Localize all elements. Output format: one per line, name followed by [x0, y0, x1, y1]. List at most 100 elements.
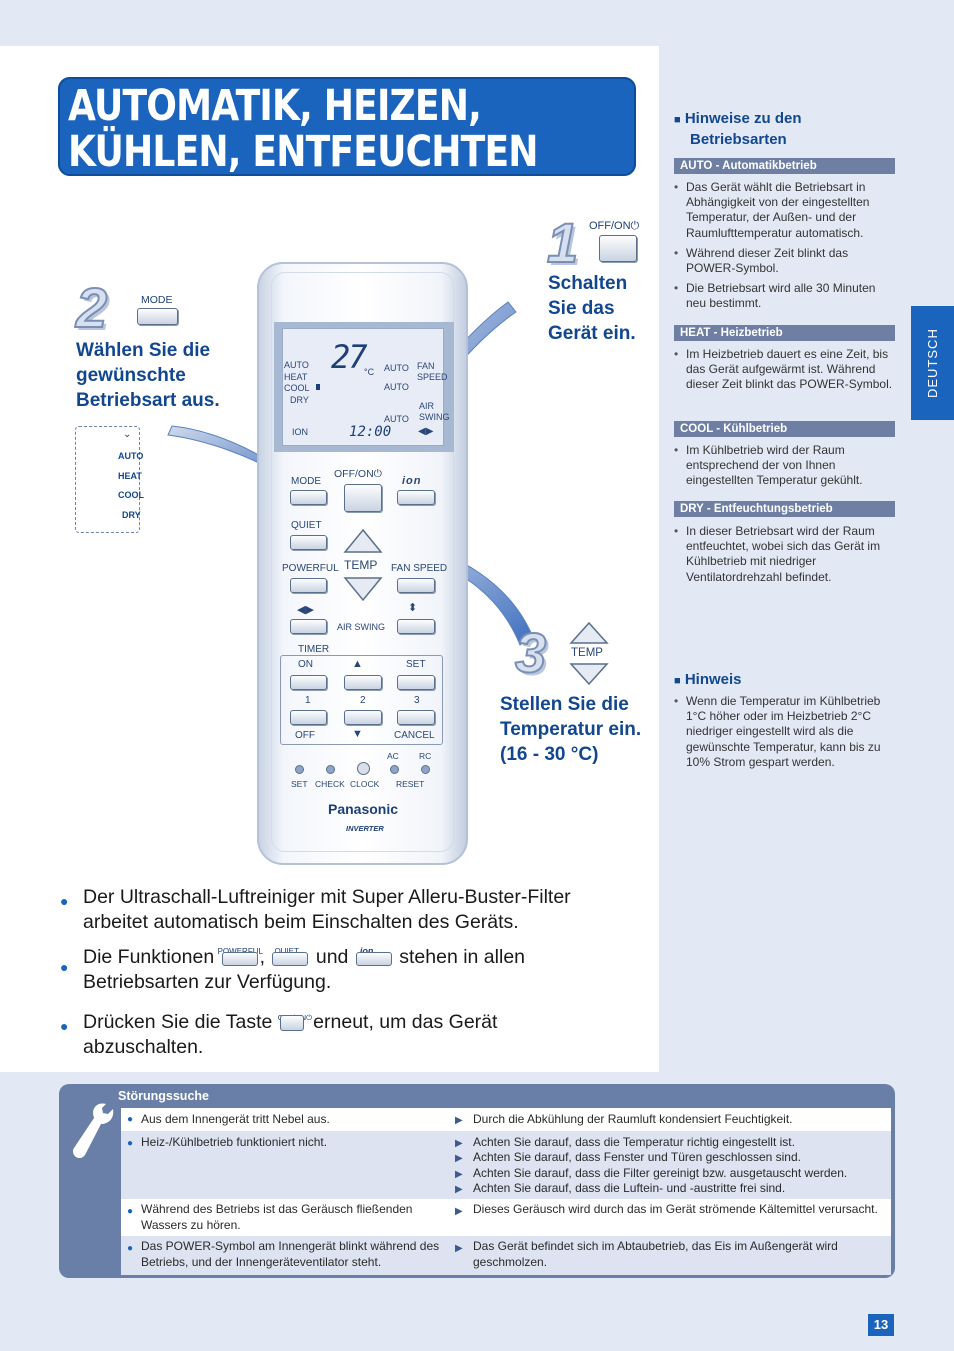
vertical-swing-icon: ⬍ — [408, 602, 418, 614]
step-3-number: 3 — [514, 620, 547, 685]
step-1-offon-button[interactable] — [599, 235, 637, 262]
timer-set-label: SET — [406, 659, 426, 670]
check-button[interactable] — [326, 765, 335, 774]
remote-air-swing-h-button[interactable] — [290, 619, 327, 634]
remote-ion-button[interactable] — [397, 490, 435, 505]
timer-off-label: OFF — [295, 730, 315, 741]
step-1-number: 1 — [546, 210, 579, 275]
step-3-button-label: TEMP — [571, 647, 603, 659]
auto-heading: AUTO - Automatikbetrieb — [674, 158, 895, 174]
temp-label: TEMP — [344, 558, 378, 572]
set-small-label: SET — [291, 779, 308, 789]
timer-frame — [280, 655, 443, 745]
remote-offon-button[interactable] — [344, 484, 382, 512]
reset-rc-button[interactable] — [421, 765, 430, 774]
remote-powerful-button[interactable] — [290, 578, 327, 593]
clock-button[interactable] — [357, 762, 370, 775]
inline-offon-button: OFF/ON⏻ — [278, 1013, 312, 1031]
air-swing-label: AIR SWING — [337, 622, 386, 632]
reset-ac-button[interactable] — [390, 765, 399, 774]
lcd-swing-arrows-icon: ◀▶ — [418, 426, 434, 437]
timer-label: TIMER — [296, 644, 332, 655]
step-3-temp-down-icon — [569, 663, 609, 686]
quiet-label: QUIET — [291, 520, 322, 531]
brand-logo: Panasonic — [328, 801, 399, 817]
lcd-mode-indicator — [316, 384, 320, 390]
heat-list: Im Heizbetrieb dauert es eine Zeit, bis … — [672, 347, 897, 398]
timer-cancel-label: CANCEL — [394, 730, 435, 741]
check-label: CHECK — [315, 779, 345, 789]
auto-list: Das Gerät wählt die Betriebsart in Abhän… — [672, 180, 897, 317]
trouble-row-3: ● Während des Betriebs ist das Geräusch … — [121, 1199, 891, 1236]
page-title-box: AUTOMATIK, HEIZEN, KÜHLEN, ENTFEUCHTEN — [58, 77, 636, 177]
timer-3-button[interactable] — [397, 675, 435, 690]
inverter-label: INVERTER — [346, 824, 384, 833]
bullet-2: ● Die Funktionen POWERFUL, QUIET und ion… — [60, 945, 526, 993]
page-number: 13 — [868, 1314, 894, 1336]
offon-label: OFF/ON⏻ — [334, 468, 382, 480]
timer-down-button[interactable] — [344, 710, 382, 725]
lcd-display — [282, 328, 444, 446]
lcd-swing-auto-2: AUTO — [384, 414, 409, 424]
remote-fan-speed-button[interactable] — [397, 578, 435, 593]
fan-speed-label: FAN SPEED — [391, 563, 448, 574]
trouble-row-4: ● Das POWER-Symbol am Innengerät blinkt … — [121, 1236, 891, 1275]
dry-heading: DRY - Entfeuchtungsbetrieb — [674, 501, 895, 517]
dry-list: In dieser Betriebsart wird der Raum entf… — [672, 524, 897, 590]
temp-down-button[interactable] — [343, 576, 383, 602]
trouble-row-1: ● Aus dem Innengerät tritt Nebel aus. ▶ … — [121, 1108, 891, 1131]
lcd-fan-auto: AUTO — [384, 363, 409, 373]
lcd-swing-auto-1: AUTO — [384, 382, 409, 392]
heat-heading: HEAT - Heizbetrieb — [674, 325, 895, 341]
ac-label: AC — [387, 751, 399, 761]
mode-label: MODE — [291, 476, 321, 487]
step-1-button-label: OFF/ON⏻ — [589, 220, 640, 232]
sidebar-title: ■ Hinweise zu den Betriebsarten — [674, 110, 802, 148]
note-list: Wenn die Temperatur im Kühlbetrieb 1°C h… — [672, 694, 897, 775]
inline-quiet-button: QUIET — [272, 947, 309, 966]
timer-1-label: 1 — [305, 695, 311, 706]
cool-heading: COOL - Kühlbetrieb — [674, 421, 895, 437]
timer-2-label: 2 — [360, 695, 366, 706]
horizontal-swing-icon: ◀▶ — [297, 604, 314, 616]
remote-air-swing-v-button[interactable] — [397, 619, 435, 634]
page-title-line-1: AUTOMATIK, HEIZEN, — [68, 81, 482, 131]
timer-off-button[interactable] — [290, 710, 327, 725]
chevron-down-icon: ⌄ — [123, 429, 132, 440]
ion-label: ion — [402, 475, 422, 487]
language-tab: DEUTSCH — [911, 306, 954, 420]
step-3-temp-up-icon — [569, 621, 609, 644]
step-2-mode-button[interactable] — [137, 308, 178, 325]
lcd-time: 12:00 — [349, 424, 392, 440]
timer-3-label: 3 — [414, 695, 420, 706]
step-2-number: 2 — [75, 275, 108, 340]
lcd-temperature: 27 — [331, 338, 368, 376]
timer-2-button[interactable] — [344, 675, 382, 690]
timer-down-icon: ▼ — [352, 728, 363, 740]
temp-up-button[interactable] — [343, 528, 383, 554]
set-small-button[interactable] — [295, 765, 304, 774]
lcd-ion: ION — [292, 427, 309, 437]
inline-ion-button: ion — [355, 946, 392, 966]
timer-on-label: ON — [298, 659, 313, 670]
timer-1-button[interactable] — [290, 675, 327, 690]
remote-mode-button[interactable] — [290, 490, 327, 505]
inline-powerful-button: POWERFUL — [218, 947, 263, 966]
step-2-button-label: MODE — [141, 294, 173, 306]
bullet-3: ● Drücken Sie die Taste OFF/ON⏻ erneut, … — [60, 1011, 498, 1058]
page-title-line-2: KÜHLEN, ENTFEUCHTEN — [68, 127, 539, 177]
powerful-label: POWERFUL — [282, 563, 339, 574]
remote-quiet-button[interactable] — [290, 535, 327, 550]
mode-cycle-box — [75, 426, 140, 533]
timer-cancel-button[interactable] — [397, 710, 435, 725]
troubleshooting-title: Störungssuche — [118, 1089, 209, 1103]
note-title: ■ Hinweis — [674, 671, 742, 688]
wrench-icon — [72, 1103, 114, 1159]
